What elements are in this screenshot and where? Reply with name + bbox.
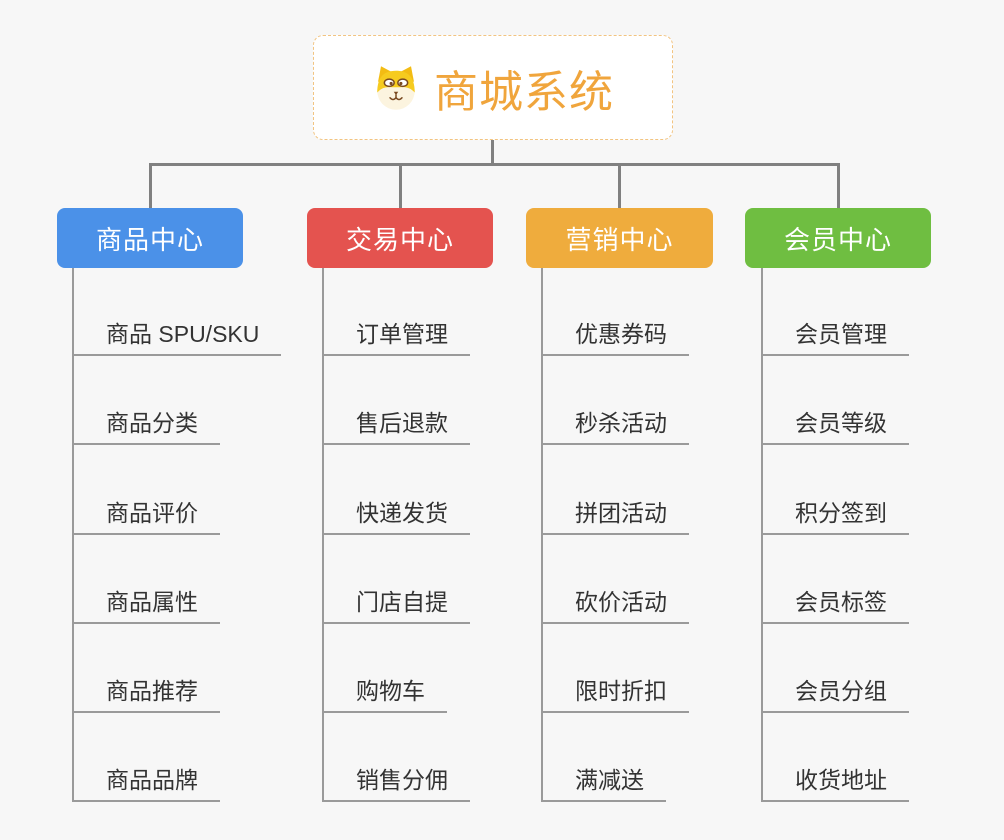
root-node[interactable]: 商城系统 — [313, 35, 673, 140]
branch-label-member: 会员中心 — [783, 224, 892, 255]
leaf-item: 商品分类 — [72, 409, 220, 445]
branch-box-product[interactable]: 商品中心 — [57, 208, 243, 268]
leaf-item: 商品品牌 — [72, 766, 220, 802]
dog-icon — [372, 64, 420, 112]
leaf-label[interactable]: 售后退款 — [322, 409, 470, 445]
leaf-label[interactable]: 门店自提 — [322, 588, 470, 624]
connector-drop-member — [837, 163, 840, 208]
leaf-item: 门店自提 — [322, 588, 470, 624]
leaf-item: 会员等级 — [761, 409, 909, 445]
leaf-item: 满减送 — [541, 766, 666, 802]
leaf-item: 限时折扣 — [541, 677, 689, 713]
leaf-label[interactable]: 商品 SPU/SKU — [72, 320, 282, 356]
leaf-label[interactable]: 秒杀活动 — [541, 409, 689, 445]
leaf-item: 购物车 — [322, 677, 447, 713]
leaf-item: 销售分佣 — [322, 766, 470, 802]
leaf-label[interactable]: 订单管理 — [322, 320, 470, 356]
branch-column-member: 会员管理 会员等级 积分签到 会员标签 会员分组 收货地址 — [761, 268, 1004, 808]
leaf-label[interactable]: 快递发货 — [322, 499, 470, 535]
leaf-label[interactable]: 会员管理 — [761, 320, 909, 356]
leaf-label[interactable]: 限时折扣 — [541, 677, 689, 713]
leaf-item: 商品评价 — [72, 499, 220, 535]
leaf-label[interactable]: 商品属性 — [72, 588, 220, 624]
leaf-item: 订单管理 — [322, 320, 470, 356]
leaf-label[interactable]: 会员分组 — [761, 677, 909, 713]
leaf-item: 收货地址 — [761, 766, 909, 802]
leaf-label[interactable]: 积分签到 — [761, 499, 909, 535]
branch-box-trade[interactable]: 交易中心 — [307, 208, 493, 268]
branch-spine-marketing — [541, 268, 543, 802]
leaf-label[interactable]: 商品评价 — [72, 499, 220, 535]
leaf-item: 砍价活动 — [541, 588, 689, 624]
branch-box-member[interactable]: 会员中心 — [745, 208, 931, 268]
leaf-label[interactable]: 商品品牌 — [72, 766, 220, 802]
leaf-item: 拼团活动 — [541, 499, 689, 535]
leaf-item: 快递发货 — [322, 499, 470, 535]
leaf-item: 会员标签 — [761, 588, 909, 624]
leaf-label[interactable]: 销售分佣 — [322, 766, 470, 802]
branch-column-trade: 订单管理 售后退款 快递发货 门店自提 购物车 销售分佣 — [322, 268, 572, 808]
leaf-label[interactable]: 砍价活动 — [541, 588, 689, 624]
root-title: 商城系统 — [434, 67, 614, 117]
branch-column-marketing: 优惠券码 秒杀活动 拼团活动 砍价活动 限时折扣 满减送 — [541, 268, 791, 808]
leaf-item: 商品 SPU/SKU — [72, 320, 282, 356]
leaf-item: 会员分组 — [761, 677, 909, 713]
branch-box-marketing[interactable]: 营销中心 — [526, 208, 713, 268]
connector-drop-trade — [399, 163, 402, 208]
leaf-item: 优惠券码 — [541, 320, 689, 356]
leaf-label[interactable]: 拼团活动 — [541, 499, 689, 535]
connector-drop-marketing — [618, 163, 621, 208]
leaf-label[interactable]: 满减送 — [541, 766, 666, 802]
leaf-item: 商品属性 — [72, 588, 220, 624]
leaf-item: 秒杀活动 — [541, 409, 689, 445]
branch-label-marketing: 营销中心 — [565, 224, 674, 255]
leaf-item: 商品推荐 — [72, 677, 220, 713]
branch-column-product: 商品 SPU/SKU 商品分类 商品评价 商品属性 商品推荐 商品品牌 — [72, 268, 322, 808]
leaf-item: 售后退款 — [322, 409, 470, 445]
leaf-label[interactable]: 商品分类 — [72, 409, 220, 445]
leaf-label[interactable]: 会员等级 — [761, 409, 909, 445]
branch-label-product: 商品中心 — [95, 224, 204, 255]
branch-spine-member — [761, 268, 763, 802]
connector-root-stem — [491, 140, 494, 164]
connector-horizontal-bar — [149, 163, 840, 166]
leaf-item: 积分签到 — [761, 499, 909, 535]
branch-spine-product — [72, 268, 74, 802]
leaf-label[interactable]: 优惠券码 — [541, 320, 689, 356]
leaf-item: 会员管理 — [761, 320, 909, 356]
leaf-label[interactable]: 会员标签 — [761, 588, 909, 624]
branch-label-trade: 交易中心 — [345, 224, 454, 255]
leaf-label[interactable]: 收货地址 — [761, 766, 909, 802]
leaf-label[interactable]: 购物车 — [322, 677, 447, 713]
leaf-label[interactable]: 商品推荐 — [72, 677, 220, 713]
connector-drop-product — [149, 163, 152, 208]
branch-spine-trade — [322, 268, 324, 802]
